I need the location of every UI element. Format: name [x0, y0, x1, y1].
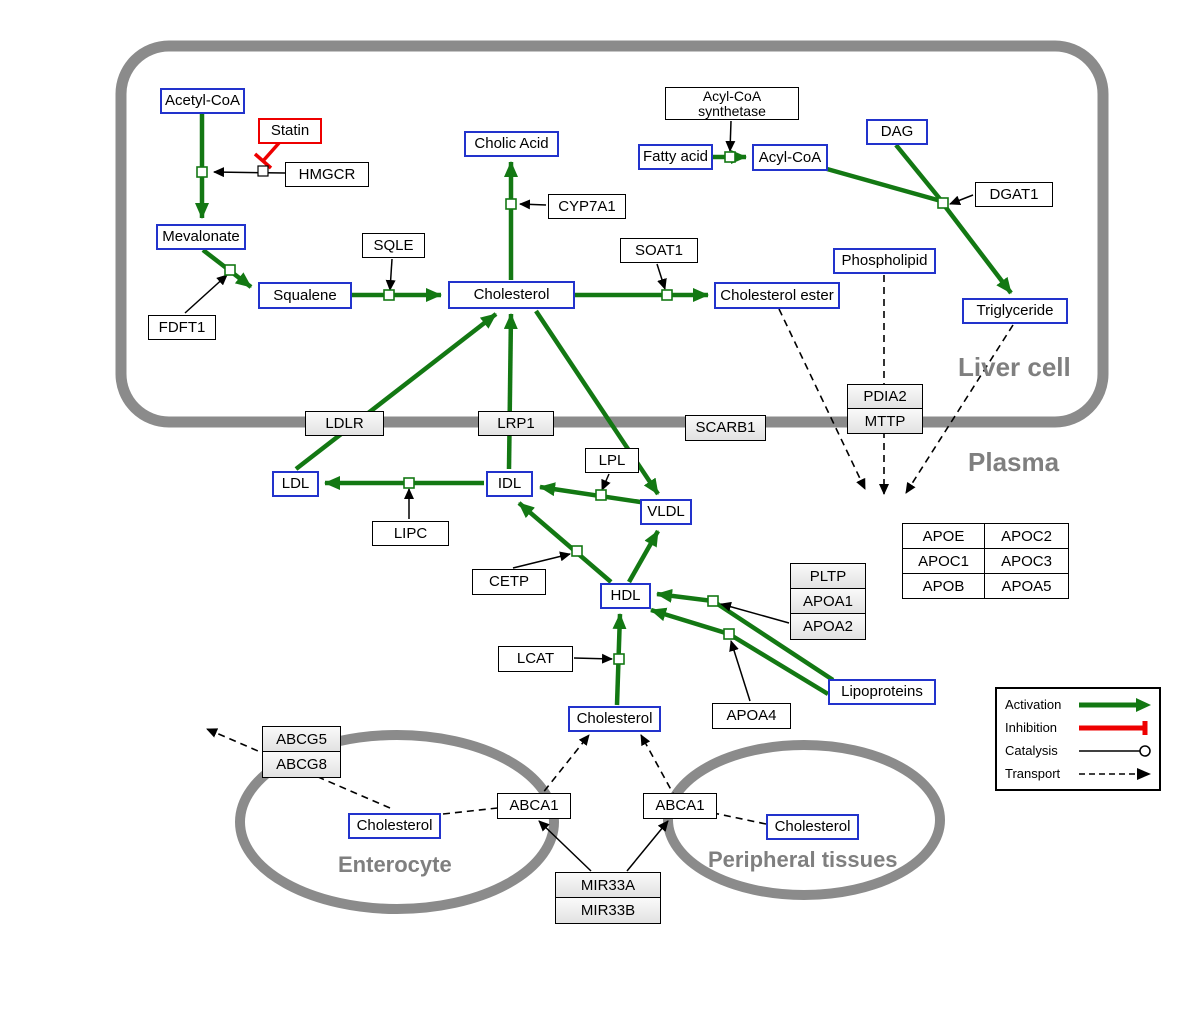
apolipoprotein-table: APOE APOC2 APOC1 APOC3 APOB APOA5: [902, 523, 1069, 599]
node-fatty-acid[interactable]: Fatty acid: [638, 144, 713, 170]
node-hmgcr[interactable]: HMGCR: [285, 162, 369, 187]
node-acyl-coa[interactable]: Acyl-CoA: [752, 144, 828, 171]
legend-catalysis-row: Catalysis: [1005, 743, 1151, 759]
node-lpl[interactable]: LPL: [585, 448, 639, 473]
node-hdl[interactable]: HDL: [600, 583, 651, 609]
catalysis-circle-icon: [1079, 744, 1151, 757]
abcg5-abcg8-stack: ABCG5 ABCG8: [262, 726, 341, 778]
legend-activation-row: Activation: [1005, 697, 1151, 713]
node-abca1-enterocyte[interactable]: ABCA1: [497, 793, 571, 819]
node-lipoproteins[interactable]: Lipoproteins: [828, 679, 936, 705]
legend-catalysis-label: Catalysis: [1005, 743, 1058, 758]
node-apoa4[interactable]: APOA4: [712, 703, 791, 729]
node-lcat[interactable]: LCAT: [498, 646, 573, 672]
node-lrp1[interactable]: LRP1: [478, 411, 554, 436]
node-mttp[interactable]: MTTP: [848, 409, 922, 433]
inhibition-bar-icon: [1079, 720, 1148, 735]
node-apoc1[interactable]: APOC1: [903, 549, 985, 574]
node-apoa5[interactable]: APOA5: [985, 574, 1069, 599]
node-cetp[interactable]: CETP: [472, 569, 546, 595]
node-squalene[interactable]: Squalene: [258, 282, 352, 309]
pdia2-mttp-stack: PDIA2 MTTP: [847, 384, 923, 434]
node-cholesterol-ester[interactable]: Cholesterol ester: [714, 282, 840, 309]
peripheral-tissues-label: Peripheral tissues: [708, 847, 898, 872]
pltp-apoa1-apoa2-stack: PLTP APOA1 APOA2: [790, 563, 866, 640]
node-mir33b[interactable]: MIR33B: [556, 898, 660, 923]
legend-activation-label: Activation: [1005, 697, 1062, 712]
node-cholesterol-enterocyte[interactable]: Cholesterol: [348, 813, 441, 839]
enterocyte-label: Enterocyte: [338, 852, 452, 877]
node-pdia2[interactable]: PDIA2: [848, 385, 922, 409]
hmgcr-anchor-node: [257, 165, 269, 177]
liver-cell-label: Liver cell: [958, 352, 1071, 382]
node-mir33a[interactable]: MIR33A: [556, 873, 660, 898]
legend-box: Activation Inhibition Catalysis Transpor…: [995, 687, 1161, 791]
activation-edges: [195, 114, 1013, 706]
node-apoc3[interactable]: APOC3: [985, 549, 1069, 574]
node-dgat1[interactable]: DGAT1: [975, 182, 1053, 207]
node-cholesterol-liver[interactable]: Cholesterol: [448, 281, 575, 309]
transport-arrow-icon: [1079, 767, 1151, 780]
legend-inhibition-row: Inhibition: [1005, 720, 1151, 736]
node-dag[interactable]: DAG: [866, 119, 928, 145]
node-acyl-coa-synthetase[interactable]: Acyl-CoA synthetase: [665, 87, 799, 120]
node-statin[interactable]: Statin: [258, 118, 322, 144]
node-lipc[interactable]: LIPC: [372, 521, 449, 546]
node-triglyceride[interactable]: Triglyceride: [962, 298, 1068, 324]
node-cholesterol-peripheral[interactable]: Cholesterol: [766, 814, 859, 840]
node-abcg8[interactable]: ABCG8: [263, 752, 340, 777]
mir33a-mir33b-stack: MIR33A MIR33B: [555, 872, 661, 924]
legend-transport-row: Transport: [1005, 766, 1151, 782]
node-sqle[interactable]: SQLE: [362, 233, 425, 258]
node-acetyl-coa[interactable]: Acetyl-CoA: [160, 88, 245, 114]
node-vldl[interactable]: VLDL: [640, 499, 692, 525]
node-apoa2[interactable]: APOA2: [791, 614, 865, 639]
node-ldlr[interactable]: LDLR: [305, 411, 384, 436]
node-ldl[interactable]: LDL: [272, 471, 319, 497]
node-abcg5[interactable]: ABCG5: [263, 727, 340, 752]
node-fdft1[interactable]: FDFT1: [148, 315, 216, 340]
node-apob[interactable]: APOB: [903, 574, 985, 599]
activation-arrow-icon: [1079, 697, 1151, 712]
node-cholesterol-plasma[interactable]: Cholesterol: [568, 706, 661, 732]
node-cholic-acid[interactable]: Cholic Acid: [464, 131, 559, 157]
catalysis-edges: [184, 120, 974, 872]
node-apoa1[interactable]: APOA1: [791, 589, 865, 614]
node-idl[interactable]: IDL: [486, 471, 533, 497]
legend-inhibition-label: Inhibition: [1005, 720, 1058, 735]
node-apoc2[interactable]: APOC2: [985, 524, 1069, 549]
node-abca1-peripheral[interactable]: ABCA1: [643, 793, 717, 819]
node-mevalonate[interactable]: Mevalonate: [156, 224, 246, 250]
node-scarb1[interactable]: SCARB1: [685, 415, 766, 441]
node-apoe[interactable]: APOE: [903, 524, 985, 549]
reaction-nodes: [196, 151, 949, 665]
node-phospholipid[interactable]: Phospholipid: [833, 248, 936, 274]
legend-transport-label: Transport: [1005, 766, 1061, 781]
liver-cell-membrane: [115, 40, 1109, 428]
node-soat1[interactable]: SOAT1: [620, 238, 698, 263]
plasma-label: Plasma: [968, 447, 1060, 477]
node-cyp7a1[interactable]: CYP7A1: [548, 194, 626, 219]
node-pltp[interactable]: PLTP: [791, 564, 865, 589]
